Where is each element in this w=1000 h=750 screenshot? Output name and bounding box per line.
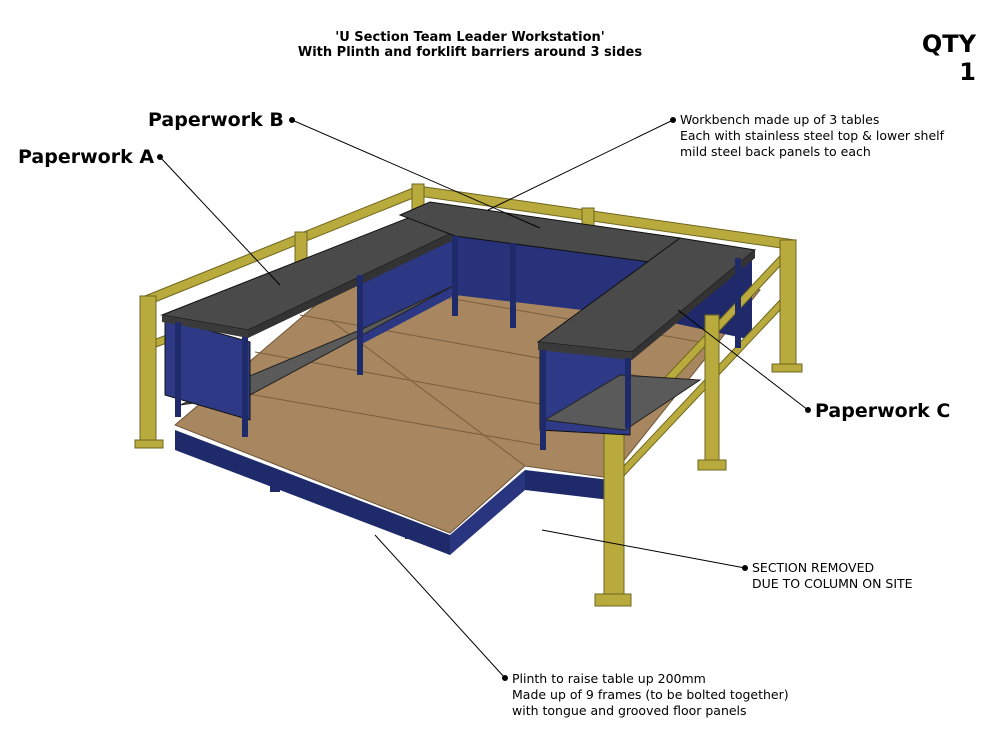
plinth-foot xyxy=(440,535,450,551)
barrier-post xyxy=(603,421,625,601)
label-paperwork-a: Paperwork A xyxy=(18,146,155,168)
barrier-base-plate xyxy=(697,459,727,471)
leader-paperwork-a xyxy=(159,156,281,286)
leader-paperwork-b xyxy=(291,119,541,229)
leader-paperwork-c xyxy=(677,309,809,411)
leader-section-removed xyxy=(541,529,746,569)
bench-c-top-edge xyxy=(632,250,755,360)
leader-dot xyxy=(742,565,748,571)
bench-c-legs xyxy=(540,258,741,450)
plinth-front-notch-side xyxy=(450,470,525,555)
qty-value: 1 xyxy=(959,58,976,86)
barrier-base-plate xyxy=(134,439,164,449)
note-section-removed-line-1: SECTION REMOVED xyxy=(752,560,875,575)
note-plinth: Plinth to raise table up 200mm Made up o… xyxy=(512,671,789,719)
plinth-front-right-side xyxy=(525,470,610,500)
diagram-title: 'U Section Team Leader Workstation' With… xyxy=(240,30,700,60)
title-line-1: 'U Section Team Leader Workstation' xyxy=(335,30,605,45)
note-section-removed-line-2: DUE TO COLUMN ON SITE xyxy=(752,576,913,591)
title-line-2: With Plinth and forklift barriers around… xyxy=(297,45,643,60)
leader-lines xyxy=(157,117,811,681)
leader-dot xyxy=(157,154,163,160)
bench-leg xyxy=(175,322,181,417)
plinth-foot xyxy=(405,525,415,539)
barrier-base-plate xyxy=(594,593,632,607)
plinth-front-left-side xyxy=(175,430,450,555)
bench-a-top-edge xyxy=(162,315,248,338)
label-paperwork-b: Paperwork B xyxy=(148,109,284,131)
note-workbench-line-3: mild steel back panels to each xyxy=(680,144,871,159)
barrier-post xyxy=(779,239,797,369)
note-workbench-line-1: Workbench made up of 3 tables xyxy=(680,112,880,127)
qty-label: QTY xyxy=(921,30,976,58)
bench-leg xyxy=(357,275,363,375)
bench-leg xyxy=(735,258,741,348)
note-plinth-line-1: Plinth to raise table up 200mm xyxy=(512,671,706,686)
leader-dot xyxy=(805,407,811,413)
bench-b-legs xyxy=(452,236,516,328)
leader-dot xyxy=(670,117,676,123)
bench-a xyxy=(160,217,460,437)
label-paperwork-c: Paperwork C xyxy=(815,400,951,422)
bench-leg xyxy=(510,243,516,328)
note-workbench: Workbench made up of 3 tables Each with … xyxy=(680,112,944,160)
bench-leg xyxy=(540,350,546,450)
note-section-removed: SECTION REMOVED DUE TO COLUMN ON SITE xyxy=(752,560,913,592)
bench-a-top-edge xyxy=(248,230,458,338)
bench-c-top-edge xyxy=(538,342,632,360)
qty-block: QTY 1 xyxy=(922,30,976,86)
bench-a-legs xyxy=(175,275,363,437)
barrier-base-plate xyxy=(771,363,803,373)
plinth-foot xyxy=(270,480,280,492)
barrier-post xyxy=(704,314,720,466)
leader-workbench xyxy=(487,119,674,211)
leader-dot xyxy=(289,117,295,123)
note-plinth-line-3: with tongue and grooved floor panels xyxy=(512,703,747,718)
bench-leg xyxy=(242,337,248,437)
barrier-post xyxy=(139,295,157,445)
leader-plinth xyxy=(374,534,506,679)
leader-dot xyxy=(502,675,508,681)
bench-c-lower-shelf xyxy=(543,374,702,431)
note-workbench-line-2: Each with stainless steel top & lower sh… xyxy=(680,128,945,143)
note-plinth-line-2: Made up of 9 frames (to be bolted togeth… xyxy=(512,687,789,702)
back-panel-a-inner xyxy=(360,235,455,345)
bench-c xyxy=(536,237,757,450)
bench-leg xyxy=(452,236,458,316)
bench-a-side xyxy=(164,317,251,421)
bench-leg xyxy=(625,358,631,428)
